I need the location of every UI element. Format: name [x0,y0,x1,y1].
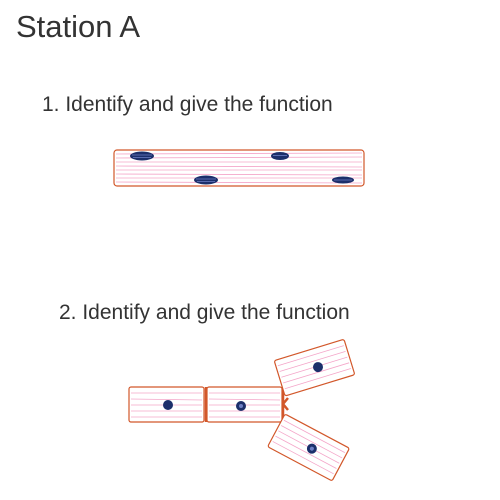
cardiac-cell-4 [267,414,350,481]
question-1: 1. Identify and give the function [42,93,333,116]
cardiac-cell-1 [128,386,205,423]
cardiac-cell-2 [206,386,283,423]
question-2: 2. Identify and give the function [59,301,350,324]
fiber-nucleus-3 [194,175,218,185]
skeletal-muscle-fiber-diagram [113,149,365,187]
cardiac-muscle-cells-diagram [128,339,355,481]
fiber-nucleus-4 [332,176,354,184]
cardiac-cell-3 [274,339,355,397]
cardiac-nucleus-1 [163,400,173,410]
station-title: Station A [16,9,141,44]
cardiac-nucleus-3 [312,362,323,373]
intercalated-disc-branch [281,387,289,422]
fiber-nucleus-2 [271,152,289,160]
fiber-striations [115,152,363,184]
muscle-fiber-outline [113,149,365,187]
fiber-nucleus-1 [130,151,154,161]
